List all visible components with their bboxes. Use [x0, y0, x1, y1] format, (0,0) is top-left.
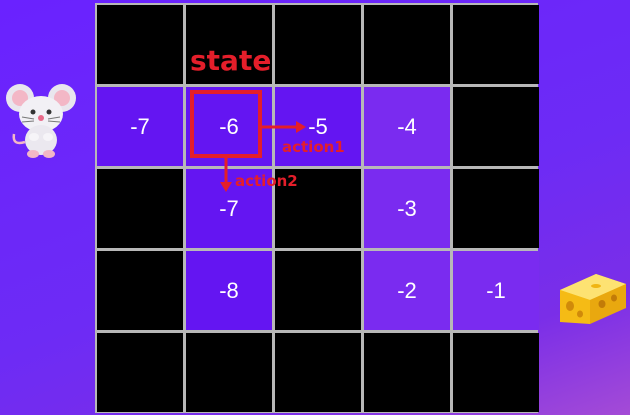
cell-value: -7 [219, 195, 239, 221]
maze-wall-cell [275, 251, 361, 330]
cell-value: -3 [397, 195, 417, 221]
maze-wall-cell [97, 333, 183, 412]
maze-wall-cell [97, 5, 183, 84]
maze-wall-cell [186, 333, 272, 412]
action2-label: action2 [235, 172, 298, 190]
maze-wall-cell [275, 333, 361, 412]
maze-wall-cell [453, 87, 539, 166]
cell-value: -1 [486, 277, 506, 303]
maze-open-cell: -7 [97, 87, 183, 166]
maze-open-cell: -6 [186, 87, 272, 166]
maze-wall-cell [453, 5, 539, 84]
cell-value: -8 [219, 277, 239, 303]
cell-value: -6 [219, 113, 239, 139]
maze-wall-cell [453, 333, 539, 412]
maze-wall-cell [97, 251, 183, 330]
state-label: state [190, 44, 272, 77]
maze-wall-cell [364, 333, 450, 412]
maze-wall-cell [275, 169, 361, 248]
maze-wall-cell [97, 169, 183, 248]
maze-open-cell: -2 [364, 251, 450, 330]
cell-value: -4 [397, 113, 417, 139]
cell-value: -2 [397, 277, 417, 303]
maze-open-cell: -8 [186, 251, 272, 330]
maze-open-cell: -1 [453, 251, 539, 330]
maze-grid: -7 -6 -5 -4 -7 -3 -8 -2 -1 [95, 3, 539, 413]
cheese-icon [560, 274, 626, 324]
mouse-icon [6, 84, 76, 158]
maze-wall-cell [453, 169, 539, 248]
state-highlight-box [190, 90, 262, 158]
cell-value: -7 [130, 113, 150, 139]
maze-open-cell: -5 [275, 87, 361, 166]
maze-wall-cell [275, 5, 361, 84]
action1-label: action1 [282, 138, 345, 156]
maze-open-cell: -4 [364, 87, 450, 166]
cell-value: -5 [308, 113, 328, 139]
maze-open-cell: -3 [364, 169, 450, 248]
maze-wall-cell [186, 5, 272, 84]
maze-wall-cell [364, 5, 450, 84]
